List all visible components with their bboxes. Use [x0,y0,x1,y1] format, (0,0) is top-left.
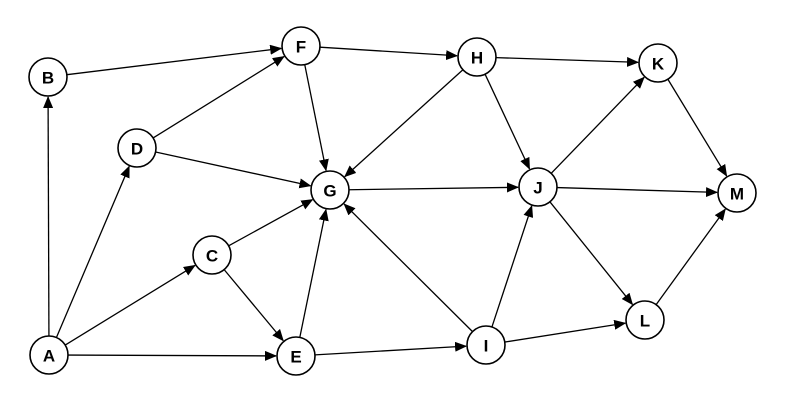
node-circle-i [466,325,506,365]
node-circle-m [717,173,757,213]
edge-i-j [491,205,534,328]
node-circle-e [276,336,316,376]
node-d: D [117,128,157,168]
node-circle-j [518,167,558,207]
node-k: K [638,43,678,83]
edge-c-g [228,199,314,247]
edge-d-f [152,56,285,139]
node-b: B [28,57,68,97]
node-h: H [457,37,497,77]
node-i: I [466,325,506,365]
node-e: E [276,336,316,376]
edge-e-g [299,208,329,338]
node-label-f: F [296,38,306,57]
edge-h-k [495,56,640,67]
node-m: M [717,173,757,213]
edge-f-h [319,46,459,61]
node-circle-f [281,26,321,66]
edge-a-c [64,264,196,346]
edge-d-g [155,151,312,189]
node-circle-g [310,170,350,210]
node-label-c: C [206,247,218,266]
edge-l-m [655,208,726,305]
edge-c-e [223,269,284,342]
node-label-h: H [471,49,483,68]
node-circle-h [457,37,497,77]
node-label-m: M [730,185,744,204]
node-circle-l [625,300,665,340]
edge-h-g [344,69,464,178]
node-a: A [29,335,69,375]
node-label-b: B [42,69,54,88]
node-circle-k [638,43,678,83]
node-label-k: K [652,55,665,74]
node-label-l: L [640,312,650,331]
node-label-j: J [533,179,542,198]
edge-g-j [348,182,520,193]
edge-i-l [504,319,627,343]
node-label-d: D [131,140,143,159]
edge-j-k [550,76,645,174]
node-circle-a [29,335,69,375]
node-f: F [281,26,321,66]
nodes-layer: A B C D E F G H I J K L M [28,26,757,376]
edge-j-l [549,201,634,306]
edge-e-i [314,341,468,356]
edge-i-g [343,203,473,333]
edge-b-f [66,44,283,76]
node-label-e: E [290,348,301,367]
edge-f-g [304,64,329,172]
edge-a-d [55,165,130,338]
node-c: C [192,235,232,275]
node-label-i: I [484,337,489,356]
node-label-g: G [323,182,336,201]
node-circle-c [192,235,232,275]
node-circle-d [117,128,157,168]
node-circle-b [28,57,68,97]
node-j: J [518,167,558,207]
edge-h-j [484,73,531,170]
node-l: L [625,300,665,340]
edge-j-m [556,186,719,198]
edge-k-m [667,78,728,177]
node-label-a: A [43,347,55,366]
node-g: G [310,170,350,210]
edge-a-e [67,350,278,361]
edge-a-b [43,95,54,337]
edges-layer [43,44,728,361]
